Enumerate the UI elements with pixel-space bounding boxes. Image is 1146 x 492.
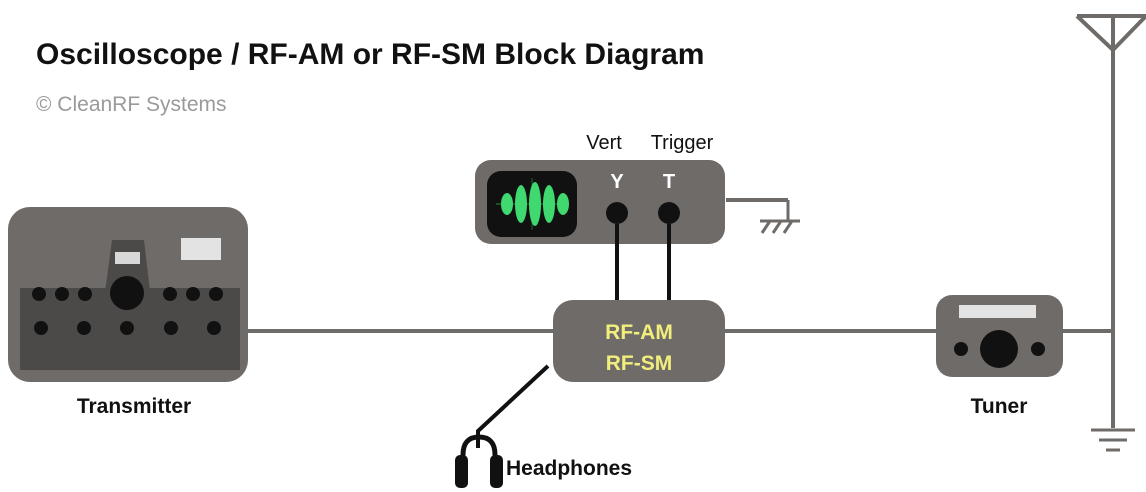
oscilloscope [475, 160, 788, 244]
jack-label-t: T [663, 171, 675, 193]
chassis-ground-icon [760, 200, 800, 234]
trigger-label: Trigger [651, 132, 714, 154]
antenna-icon [1075, 14, 1146, 428]
headphones-label: Headphones [506, 457, 632, 480]
headphones-icon [455, 434, 503, 488]
tuner-label: Tuner [971, 395, 1028, 418]
probe-cables [615, 224, 671, 302]
diagram-title: Oscilloscope / RF-AM or RF-SM Block Diag… [36, 38, 705, 71]
copyright-text: © CleanRF Systems [36, 93, 227, 116]
headphone-cable [476, 364, 550, 448]
meter-label-sm: RF-SM [606, 352, 673, 375]
vert-label: Vert [586, 132, 622, 154]
trigger-input-jack [658, 202, 680, 224]
waveform-trace [501, 182, 569, 226]
transmitter-label: Transmitter [77, 395, 191, 418]
ground-icon [1091, 428, 1135, 452]
meter-label-am: RF-AM [605, 321, 673, 344]
tuner [936, 295, 1063, 377]
vert-input-jack [606, 202, 628, 224]
jack-label-y: Y [610, 171, 624, 193]
rf-meter [553, 300, 725, 382]
transmitter [8, 207, 248, 382]
